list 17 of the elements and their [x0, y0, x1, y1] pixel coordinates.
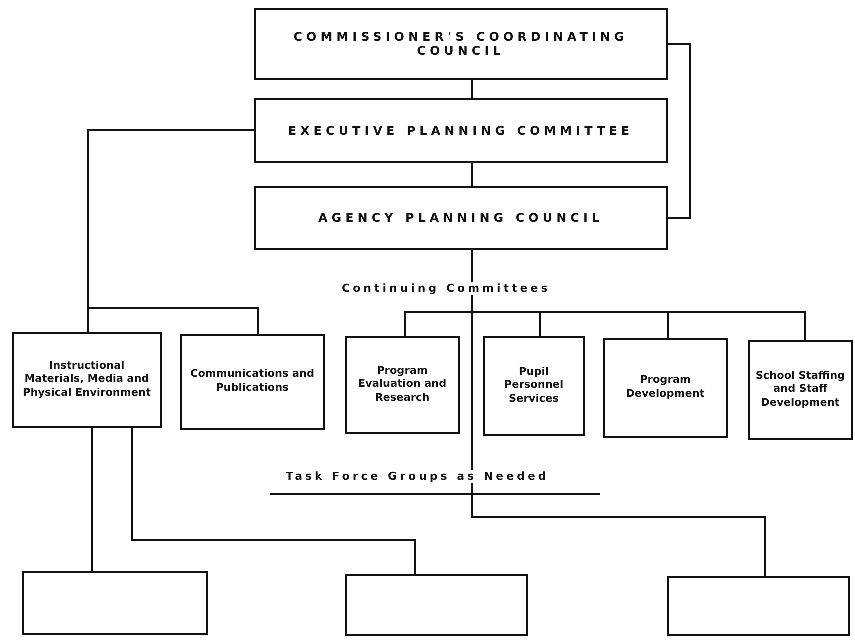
- connector-line: [471, 163, 473, 186]
- empty-box: [345, 574, 528, 636]
- org-box: Pupil Personnel Services: [483, 336, 585, 436]
- org-box: EXECUTIVE PLANNING COMMITTEE: [254, 98, 668, 163]
- empty-box: [22, 571, 208, 635]
- connector-line: [471, 80, 473, 98]
- empty-box: [667, 576, 850, 636]
- org-box: Instructional Materials, Media and Physical Environment: [12, 332, 162, 428]
- org-box: Communications and Publications: [180, 334, 325, 430]
- org-box: Program Development: [603, 338, 728, 438]
- org-box: Program Evaluation and Research: [345, 336, 460, 434]
- connector-line: [131, 428, 416, 574]
- connector-line: [668, 43, 691, 219]
- org-box: COMMISSIONER'S COORDINATING COUNCIL: [254, 8, 668, 80]
- org-box: AGENCY PLANNING COUNCIL: [254, 186, 668, 250]
- connector-line: [91, 428, 93, 571]
- org-box: School Staffing and Staff Development: [748, 340, 853, 440]
